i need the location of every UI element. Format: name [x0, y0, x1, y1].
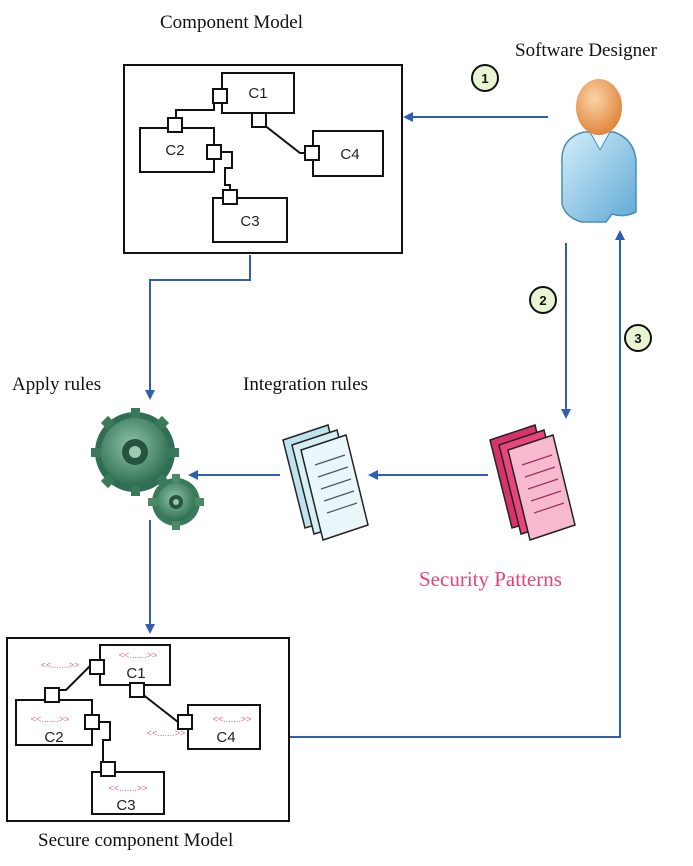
component-model-title: Component Model: [160, 12, 304, 33]
component-c3: C3: [212, 189, 288, 243]
secure-c3-label: C3: [116, 797, 135, 814]
component-c1: C1: [212, 72, 295, 128]
secure-c4-label: C4: [216, 729, 235, 746]
gears-icon: [91, 408, 204, 530]
secure-c1-stereotype: <<.......>>: [119, 650, 158, 660]
secure-c2-stereotype: <<.......>>: [31, 714, 70, 724]
integration-rules-documents: [282, 424, 369, 541]
component-c4-label: C4: [340, 146, 359, 163]
step-3-badge: 3: [624, 324, 652, 352]
step-2-label: 2: [539, 293, 546, 308]
secure-c1-port-stereotype: <<.......>>: [41, 660, 80, 670]
software-designer-title: Software Designer: [515, 40, 657, 61]
secure-component-c4: <<.......>> C4 <<.......>>: [147, 704, 261, 750]
step-3-label: 3: [634, 331, 641, 346]
integration-rules-title: Integration rules: [243, 374, 369, 395]
secure-component-c3: <<.......>> C3: [91, 761, 165, 815]
secure-component-model-title: Secure component Model: [38, 830, 234, 851]
flow-arrows: [145, 112, 625, 738]
component-c2: C2: [139, 117, 222, 173]
secure-c2-label: C2: [44, 729, 63, 746]
secure-component-c1: <<.......>> C1 <<.......>>: [41, 644, 171, 698]
person-icon: [561, 79, 637, 223]
component-c4: C4: [304, 130, 384, 177]
secure-c1-label: C1: [126, 665, 145, 682]
secure-component-model-box: <<.......>> C1 <<.......>> <<.......>> C…: [6, 637, 290, 822]
secure-component-c2: <<.......>> C2: [15, 687, 100, 746]
component-c1-label: C1: [248, 85, 267, 102]
arrow-component-model-to-apply-rules: [145, 255, 251, 400]
step-1-label: 1: [481, 71, 488, 86]
security-patterns-title: Security Patterns: [419, 567, 562, 591]
arrow-secure-model-to-designer: [290, 230, 625, 738]
apply-rules-title: Apply rules: [12, 374, 102, 395]
secure-c4-stereotype: <<.......>>: [213, 714, 252, 724]
step-1-badge: 1: [471, 64, 499, 92]
secure-c4-port-stereotype: <<.......>>: [147, 728, 186, 738]
step-2-badge: 2: [529, 286, 557, 314]
component-c2-label: C2: [165, 142, 184, 159]
component-model-box: C1 C2 C4 C3: [123, 64, 403, 254]
security-patterns-documents: [489, 424, 576, 541]
secure-c3-stereotype: <<.......>>: [109, 783, 148, 793]
documents-icon: [282, 424, 576, 541]
component-c3-label: C3: [240, 213, 259, 230]
